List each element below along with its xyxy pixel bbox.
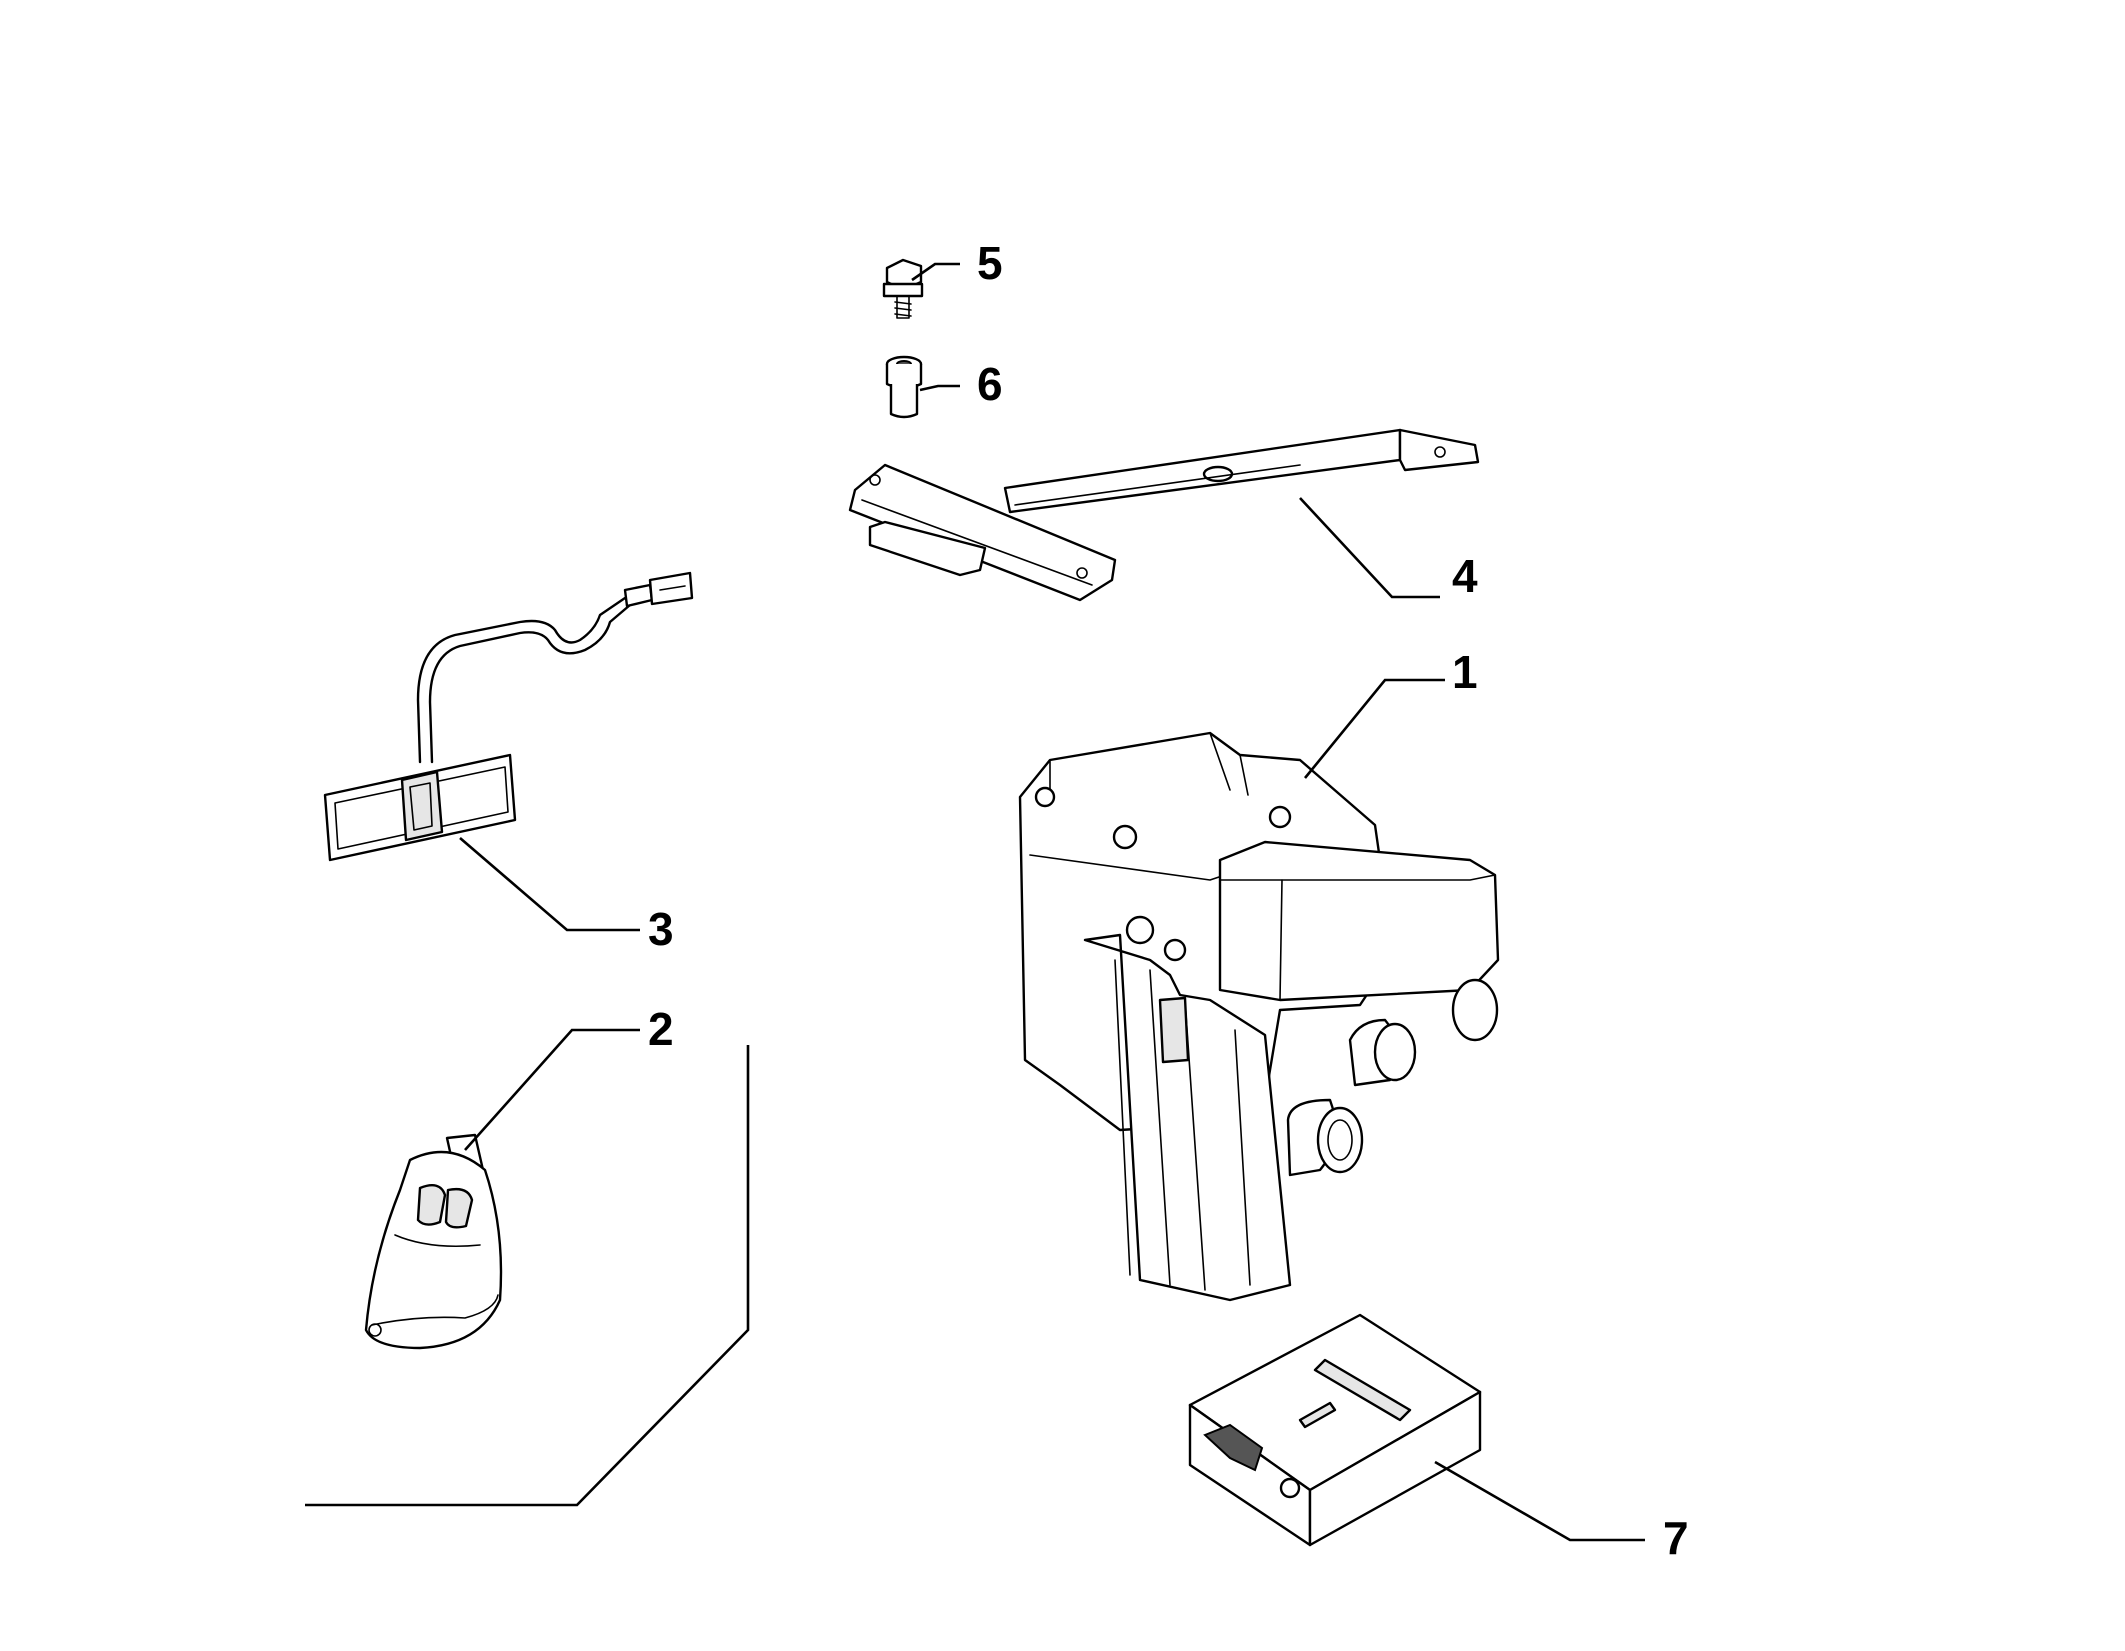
leader-2	[464, 1028, 640, 1151]
leader-5	[911, 262, 960, 282]
callout-1: 1	[1452, 646, 1478, 698]
leader-7	[1434, 1460, 1645, 1542]
callout-3: 3	[648, 903, 674, 955]
part-3-sensor	[323, 571, 694, 862]
part-6-spacer	[885, 355, 923, 419]
callout-2: 2	[648, 1003, 674, 1055]
callout-4: 4	[1452, 550, 1478, 602]
part-1-main-unit	[1018, 731, 1500, 1302]
leader-4	[1299, 497, 1440, 599]
leader-3	[459, 837, 640, 932]
kit-bracket-line	[305, 1045, 750, 1507]
callout-6: 6	[977, 358, 1003, 410]
part-5-bolt	[882, 258, 924, 319]
part-7-control-module	[1188, 1313, 1482, 1547]
leader-1	[1303, 678, 1445, 779]
callout-7: 7	[1663, 1512, 1689, 1564]
part-2-remote-fob	[364, 1133, 503, 1350]
part-4-bracket	[848, 428, 1480, 602]
leader-6	[919, 384, 960, 392]
callout-5: 5	[977, 237, 1003, 289]
